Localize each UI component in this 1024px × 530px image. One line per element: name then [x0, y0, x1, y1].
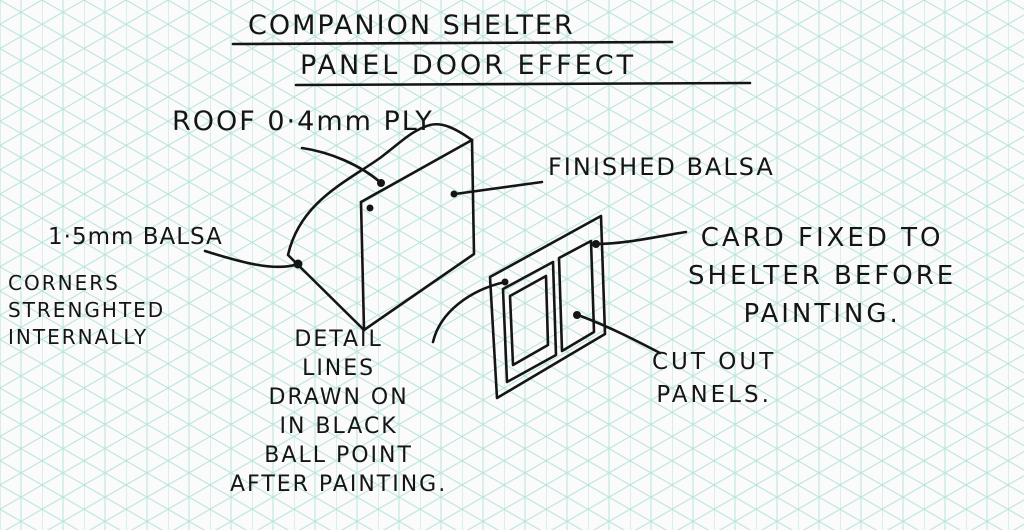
marker-balsa: [293, 259, 303, 269]
marker-roof: [377, 179, 385, 187]
leader-balsa: [203, 249, 300, 269]
leader-roof: [300, 146, 382, 184]
leader-detail: [431, 280, 507, 344]
leader-card: [594, 230, 688, 246]
label-detail-lines: DETAIL LINES DRAWN ON IN BLACK BALL POIN…: [230, 327, 448, 497]
leader-finished: [453, 180, 544, 196]
label-balsa: 1·5mm BALSA: [48, 224, 223, 250]
marker-cutout: [573, 311, 581, 319]
leader-cutout: [576, 313, 662, 355]
title-underline-2: [294, 81, 752, 87]
label-roof: ROOF 0·4mm PLY: [172, 106, 434, 137]
marker-card: [592, 240, 600, 248]
title-underline-1: [231, 40, 674, 46]
label-card-fixed: CARD FIXED TO SHELTER BEFORE PAINTING.: [688, 223, 957, 329]
label-cut-out-panels: CUT OUT PANELS.: [652, 349, 777, 408]
door-card-drawing: [488, 214, 607, 400]
title-line-1: COMPANION SHELTER: [248, 10, 575, 41]
label-corners: CORNERS STRENGHTED INTERNALLY: [8, 271, 166, 349]
title-line-2: PANEL DOOR EFFECT: [300, 50, 637, 81]
label-finished-balsa: FINISHED BALSA: [548, 153, 775, 181]
marker-finished: [450, 190, 458, 198]
shelter-drawing: [286, 122, 476, 332]
marker-box-edge: [366, 204, 374, 212]
marker-panel: [501, 278, 509, 286]
